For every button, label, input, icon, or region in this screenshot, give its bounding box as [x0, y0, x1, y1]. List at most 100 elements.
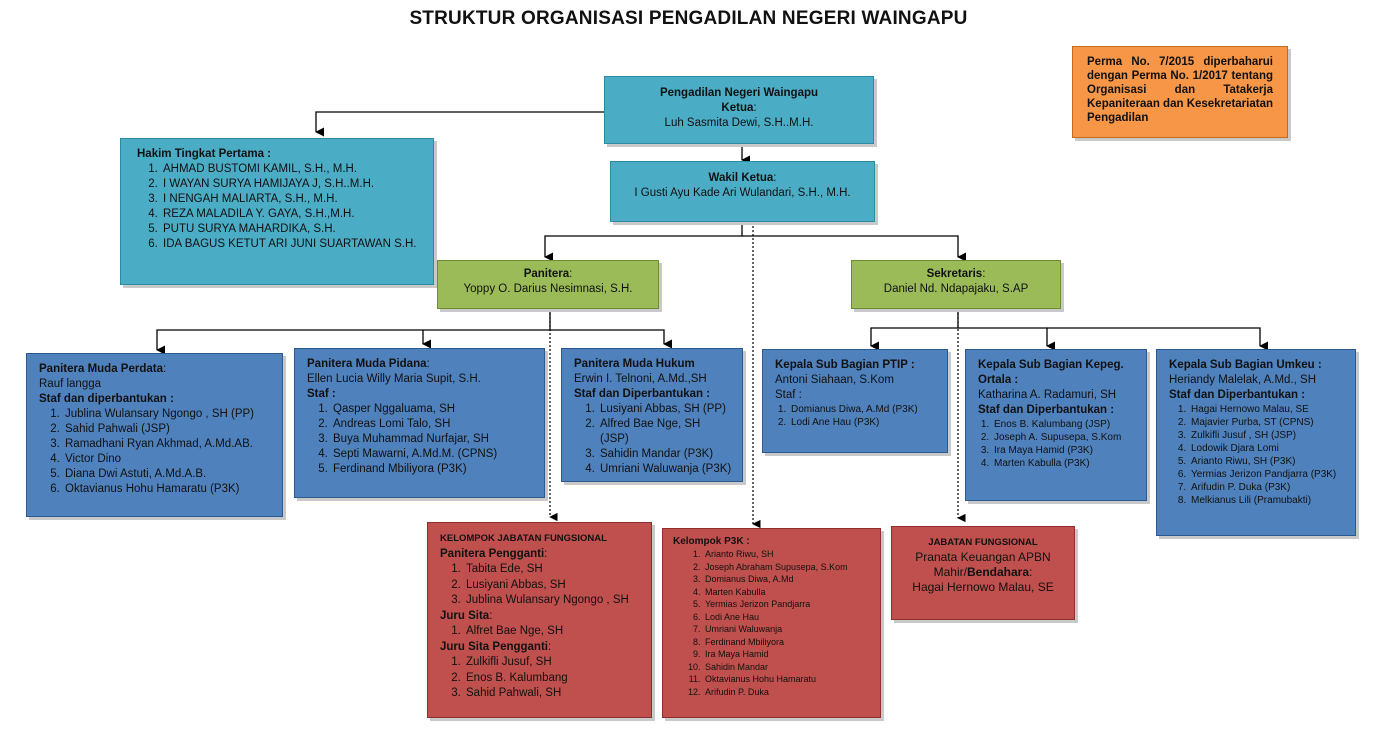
list-item: Joseph Abraham Supusepa, S.Kom [703, 561, 872, 574]
list-item: REZA MALADILA Y. GAYA, S.H.,M.H. [161, 207, 423, 222]
list-item: Arifudin P. Duka (P3K) [1189, 481, 1345, 494]
line-ketua-hakim [315, 111, 628, 137]
ptip-staff-heading: Staf : [775, 389, 802, 401]
perdata-staff-heading: Staf dan diperbantukan : [39, 393, 174, 405]
list-item: Ira Maya Hamid (P3K) [992, 444, 1136, 457]
pidana-staff-heading: Staf : [307, 388, 336, 400]
list-item: Hagai Hernowo Malau, SE [1189, 403, 1345, 416]
list-item: Alfret Bae Nge, SH [464, 624, 641, 640]
hakim-heading: Hakim Tingkat Pertama : [137, 148, 272, 160]
list-item: Sahidin Mandar (P3K) [598, 447, 732, 462]
list-item: Enos B. Kalumbang (JSP) [992, 418, 1136, 431]
list-item: Tabita Ede, SH [464, 562, 641, 578]
hukum-staff-heading: Staf dan Diperbantukan : [574, 388, 711, 400]
list-item: Yermias Jerizon Pandjarra (P3K) [1189, 468, 1345, 481]
wakil-role: Wakil Ketua [708, 172, 774, 184]
list-item: I WAYAN SURYA HAMIJAYA J, S.H..M.H. [161, 177, 423, 192]
line-sekretaris-ptip [870, 309, 959, 351]
kepeg-box: Kepala Sub Bagian Kepeg. Ortala : Kathar… [965, 349, 1147, 501]
list-item: Joseph A. Supusepa, S.Kom [992, 431, 1136, 444]
page-title: STRUKTUR ORGANISASI PENGADILAN NEGERI WA… [409, 8, 968, 29]
pidana-box: Panitera Muda Pidana: Ellen Lucia Willy … [294, 348, 545, 498]
panitera-box: Panitera: Yoppy O. Darius Nesimnasi, S.H… [437, 260, 659, 309]
list-item: Umriani Waluwanja [703, 623, 872, 636]
line-sekretaris-kepeg [958, 327, 1056, 351]
list-item: I NENGAH MALIARTA, S.H., M.H. [161, 192, 423, 207]
list-item: Victor Dino [63, 452, 272, 467]
list-item: Domianus Diwa, A.Md [703, 573, 872, 586]
list-item: Sahid Pahwali, SH [464, 686, 641, 702]
hukum-name: Erwin I. Telnoni, A.Md.,SH [574, 373, 707, 385]
list-item: Melkianus Lili (Pramubakti) [1189, 494, 1345, 507]
wakil-name: I Gusti Ayu Kade Ari Wulandari, S.H., M.… [634, 187, 851, 199]
ketua-box: Pengadilan Negeri Waingapu Ketua: Luh Sa… [604, 76, 874, 144]
list-item: Marten Kabulla (P3K) [992, 457, 1136, 470]
bendahara-name: Hagai Hernowo Malau, SE [912, 580, 1054, 594]
bendahara-line2b: Bendahara [966, 565, 1030, 579]
bendahara-heading: JABATAN FUNGSIONAL [928, 537, 1038, 548]
list-item: AHMAD BUSTOMI KAMIL, S.H., M.H. [161, 162, 423, 177]
line-panitera-perdata [156, 309, 551, 355]
p3k-heading: Kelompok P3K : [673, 536, 750, 547]
bendahara-line1: Pranata Keuangan APBN [915, 550, 1051, 564]
list-item: Lusiyani Abbas, SH (PP) [598, 402, 732, 417]
line-sekretaris-umkeu [1047, 327, 1269, 351]
regulation-note-text: Perma No. 7/2015 diperbaharui dengan Per… [1087, 56, 1273, 124]
bendahara-box: JABATAN FUNGSIONAL Pranata Keuangan APBN… [891, 526, 1075, 620]
kepeg-staff-heading: Staf dan Diperbantukan : [978, 404, 1115, 416]
wakil-ketua-box: Wakil Ketua: I Gusti Ayu Kade Ari Wuland… [610, 161, 875, 222]
hukum-box: Panitera Muda Hukum Erwin I. Telnoni, A.… [561, 348, 743, 482]
list-item: Yermias Jerizon Pandjarra [703, 598, 872, 611]
ketua-role: Ketua [721, 102, 754, 114]
list-item: Oktavianus Hohu Hamaratu [703, 673, 872, 686]
list-item: Zulkifli Jusuf , SH (JSP) [1189, 429, 1345, 442]
perdata-box: Panitera Muda Perdata: Rauf langga Staf … [26, 353, 283, 517]
list-item: Oktavianus Hohu Hamaratu (P3K) [63, 482, 272, 497]
list-item: Arifudin P. Duka [703, 686, 872, 699]
list-item: Marten Kabulla [703, 586, 872, 599]
bendahara-line2a: Mahir/ [933, 565, 967, 579]
kepeg-heading: Kepala Sub Bagian Kepeg. Ortala : [978, 359, 1124, 386]
kepeg-name: Katharina A. Radamuri, SH [978, 389, 1117, 401]
fungsional-heading: KELOMPOK JABATAN FUNGSIONAL [440, 533, 607, 544]
regulation-note: Perma No. 7/2015 diperbaharui dengan Per… [1072, 46, 1288, 138]
panitera-name: Yoppy O. Darius Nesimnasi, S.H. [463, 283, 633, 295]
panitera-role: Panitera [523, 268, 570, 280]
list-item: Ramadhani Ryan Akhmad, A.Md.AB. [63, 437, 272, 452]
pp-heading: Panitera Pengganti [440, 547, 545, 560]
list-item: Lusiyani Abbas, SH [464, 578, 641, 594]
list-item: Sahidin Mandar [703, 661, 872, 674]
hukum-heading: Panitera Muda Hukum [574, 358, 695, 370]
list-item: Ferdinand Mbiliyora [703, 636, 872, 649]
ptip-box: Kepala Sub Bagian PTIP : Antoni Siahaan,… [762, 349, 948, 453]
perdata-name: Rauf langga [39, 378, 102, 390]
list-item: Alfred Bae Nge, SH (JSP) [598, 417, 732, 447]
ptip-name: Antoni Siahaan, S.Kom [775, 374, 894, 386]
hakim-box: Hakim Tingkat Pertama : AHMAD BUSTOMI KA… [120, 138, 434, 285]
umkeu-heading: Kepala Sub Bagian Umkeu : [1169, 359, 1322, 371]
list-item: Arianto Riwu, SH [703, 548, 872, 561]
list-item: Qasper Nggaluama, SH [331, 402, 534, 417]
list-item: Jublina Wulansary Ngongo , SH [464, 593, 641, 609]
line-wakil-sekretaris [742, 235, 967, 262]
sekretaris-role: Sekretaris [926, 268, 983, 280]
list-item: Ferdinand Mbiliyora (P3K) [331, 462, 534, 477]
pidana-name: Ellen Lucia Willy Maria Supit, S.H. [307, 373, 481, 385]
list-item: Diana Dwi Astuti, A.Md.A.B. [63, 467, 272, 482]
list-item: Sahid Pahwali (JSP) [63, 422, 272, 437]
list-item: Majavier Purba, ST (CPNS) [1189, 416, 1345, 429]
fungsional-box: KELOMPOK JABATAN FUNGSIONAL Panitera Pen… [427, 522, 652, 718]
list-item: Lodowik Djara Lomi [1189, 442, 1345, 455]
pidana-heading: Panitera Muda Pidana [307, 358, 427, 370]
ptip-heading: Kepala Sub Bagian PTIP : [775, 359, 915, 371]
jsp-heading: Juru Sita Pengganti [440, 640, 548, 653]
ketua-name: Luh Sasmita Dewi, S.H..M.H. [664, 117, 814, 129]
umkeu-box: Kepala Sub Bagian Umkeu : Heriandy Malel… [1156, 349, 1356, 536]
sekretaris-name: Daniel Nd. Ndapajaku, S.AP [883, 283, 1029, 295]
list-item: Zulkifli Jusuf, SH [464, 655, 641, 671]
perdata-heading: Panitera Muda Perdata [39, 363, 163, 375]
list-item: PUTU SURYA MAHARDIKA, S.H. [161, 222, 423, 237]
list-item: Andreas Lomi Talo, SH [331, 417, 534, 432]
list-item: Enos B. Kalumbang [464, 671, 641, 687]
